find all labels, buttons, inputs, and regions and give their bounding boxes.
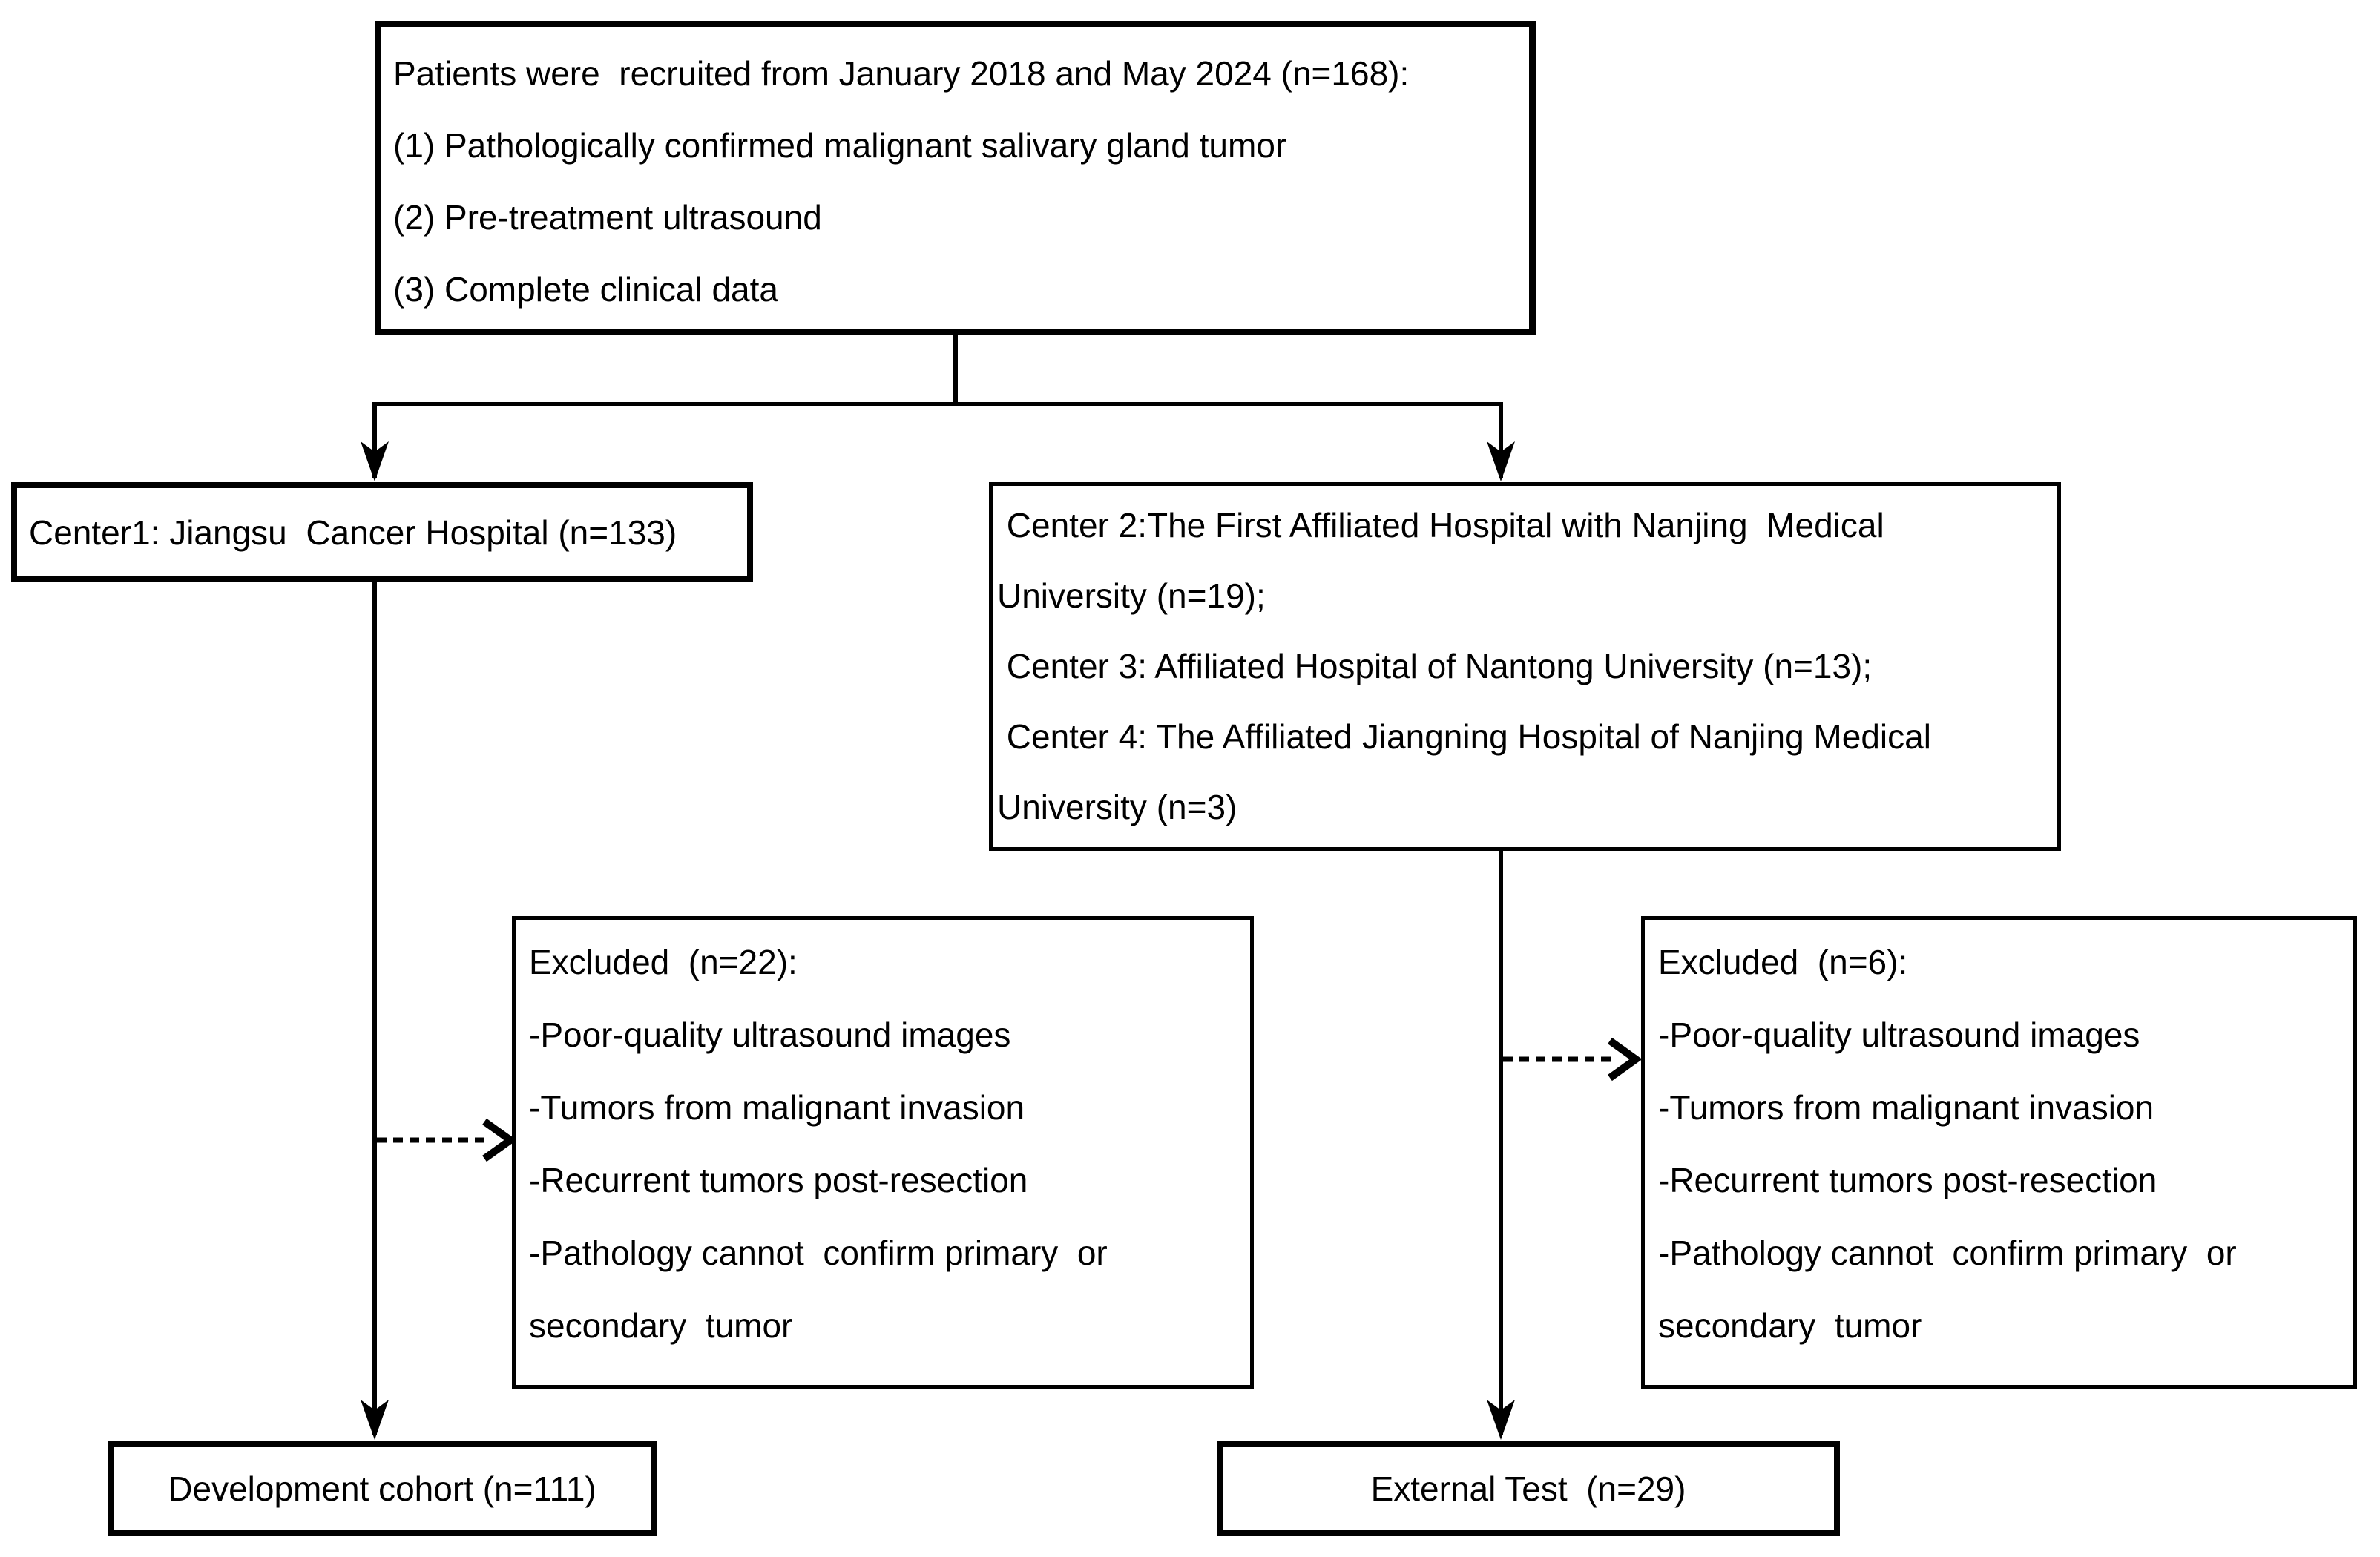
excluded-left-line: -Poor-quality ultrasound images bbox=[529, 1015, 1011, 1054]
development-cohort-box: Development cohort (n=111) bbox=[108, 1441, 657, 1536]
arrow-head-development bbox=[361, 1400, 389, 1440]
excluded-right-box: Excluded (n=6): -Poor-quality ultrasound… bbox=[1641, 916, 2357, 1389]
center1-box: Center1: Jiangsu Cancer Hospital (n=133) bbox=[11, 482, 753, 582]
excluded-right-line: -Pathology cannot confirm primary or bbox=[1658, 1234, 2237, 1272]
excluded-left-line: secondary tumor bbox=[529, 1306, 793, 1345]
center1-label: Center1: Jiangsu Cancer Hospital (n=133) bbox=[29, 513, 677, 552]
excluded-left-line: -Pathology cannot confirm primary or bbox=[529, 1234, 1108, 1272]
centers234-line: Center 2:The First Affiliated Hospital w… bbox=[997, 506, 1884, 544]
recruitment-criteria-box: Patients were recruited from January 201… bbox=[375, 21, 1536, 335]
arrow-head-centers234 bbox=[1487, 441, 1515, 481]
excluded-right-line: -Tumors from malignant invasion bbox=[1658, 1088, 2154, 1127]
recruitment-line: Patients were recruited from January 201… bbox=[393, 54, 1410, 93]
external-test-box: External Test (n=29) bbox=[1217, 1441, 1840, 1536]
external-test-label: External Test (n=29) bbox=[1370, 1469, 1686, 1508]
recruitment-line: (3) Complete clinical data bbox=[393, 270, 779, 309]
arrow-head-external bbox=[1487, 1400, 1515, 1440]
excluded-left-line: -Recurrent tumors post-resection bbox=[529, 1161, 1028, 1199]
arrow-head-center1 bbox=[361, 441, 389, 481]
centers234-line: Center 3: Affiliated Hospital of Nantong… bbox=[997, 647, 1873, 685]
excluded-left-line: Excluded (n=22): bbox=[529, 943, 798, 981]
excluded-left-box: Excluded (n=22): -Poor-quality ultrasoun… bbox=[512, 916, 1254, 1389]
excluded-right-line: Excluded (n=6): bbox=[1658, 943, 1908, 981]
centers234-line: University (n=19); bbox=[997, 576, 1266, 615]
centers-2-3-4-box: Center 2:The First Affiliated Hospital w… bbox=[989, 482, 2061, 851]
centers234-line: Center 4: The Affiliated Jiangning Hospi… bbox=[997, 717, 1931, 756]
excluded-right-line: secondary tumor bbox=[1658, 1306, 1922, 1345]
excluded-right-arrow-head bbox=[1608, 1037, 1643, 1082]
recruitment-line: (2) Pre-treatment ultrasound bbox=[393, 198, 822, 237]
excluded-left-line: -Tumors from malignant invasion bbox=[529, 1088, 1025, 1127]
recruitment-line: (1) Pathologically confirmed malignant s… bbox=[393, 126, 1287, 165]
excluded-right-line: -Recurrent tumors post-resection bbox=[1658, 1161, 2157, 1199]
excluded-right-line: -Poor-quality ultrasound images bbox=[1658, 1015, 2140, 1054]
excluded-left-arrow-head bbox=[482, 1118, 517, 1162]
centers234-line: University (n=3) bbox=[997, 788, 1237, 826]
development-cohort-label: Development cohort (n=111) bbox=[168, 1469, 596, 1508]
